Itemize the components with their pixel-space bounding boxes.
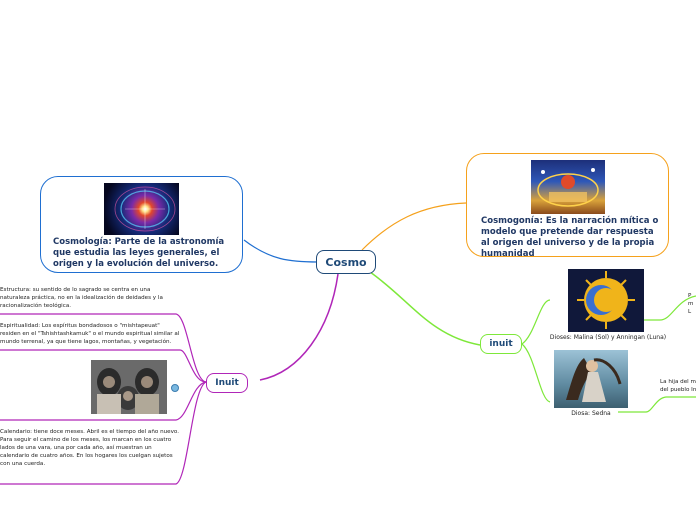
cosmos-illustration-image (531, 160, 605, 214)
cosmogonia-text: Cosmogonía: Es la narración mítica o mod… (481, 216, 659, 259)
inuit-right-node[interactable]: inuit (480, 334, 522, 354)
calendario-text: Calendario: tiene doce meses. Abril es e… (0, 429, 180, 467)
espiritualidad-text: Espiritualidad: Los espíritus bondadosos… (0, 323, 180, 345)
cosmologia-text: Cosmología: Parte de la astronomía que e… (53, 237, 225, 269)
estructura-text: Estructura: su sentido de lo sagrado se … (0, 287, 163, 309)
inuit-family-image (91, 360, 167, 414)
diosa-caption: Diosa: Sedna (571, 410, 611, 417)
sedna-image (554, 350, 628, 408)
inuit-left-node[interactable]: Inuit (206, 373, 248, 393)
side-text-2: La hija del m del pueblo In (660, 379, 696, 393)
link-icon[interactable] (171, 384, 179, 392)
sun-moon-image (568, 269, 644, 332)
cosmogonia-node[interactable]: Cosmogonía: Es la narración mítica o mod… (466, 153, 669, 259)
dioses-caption: Dioses: Malina (Sol) y Anningan (Luna) (549, 334, 667, 341)
galaxy-image (104, 183, 179, 235)
cosmologia-node[interactable]: Cosmología: Parte de la astronomía que e… (40, 176, 243, 273)
central-topic[interactable]: Cosmo (316, 250, 376, 274)
side-text-1: P m L (688, 293, 694, 315)
